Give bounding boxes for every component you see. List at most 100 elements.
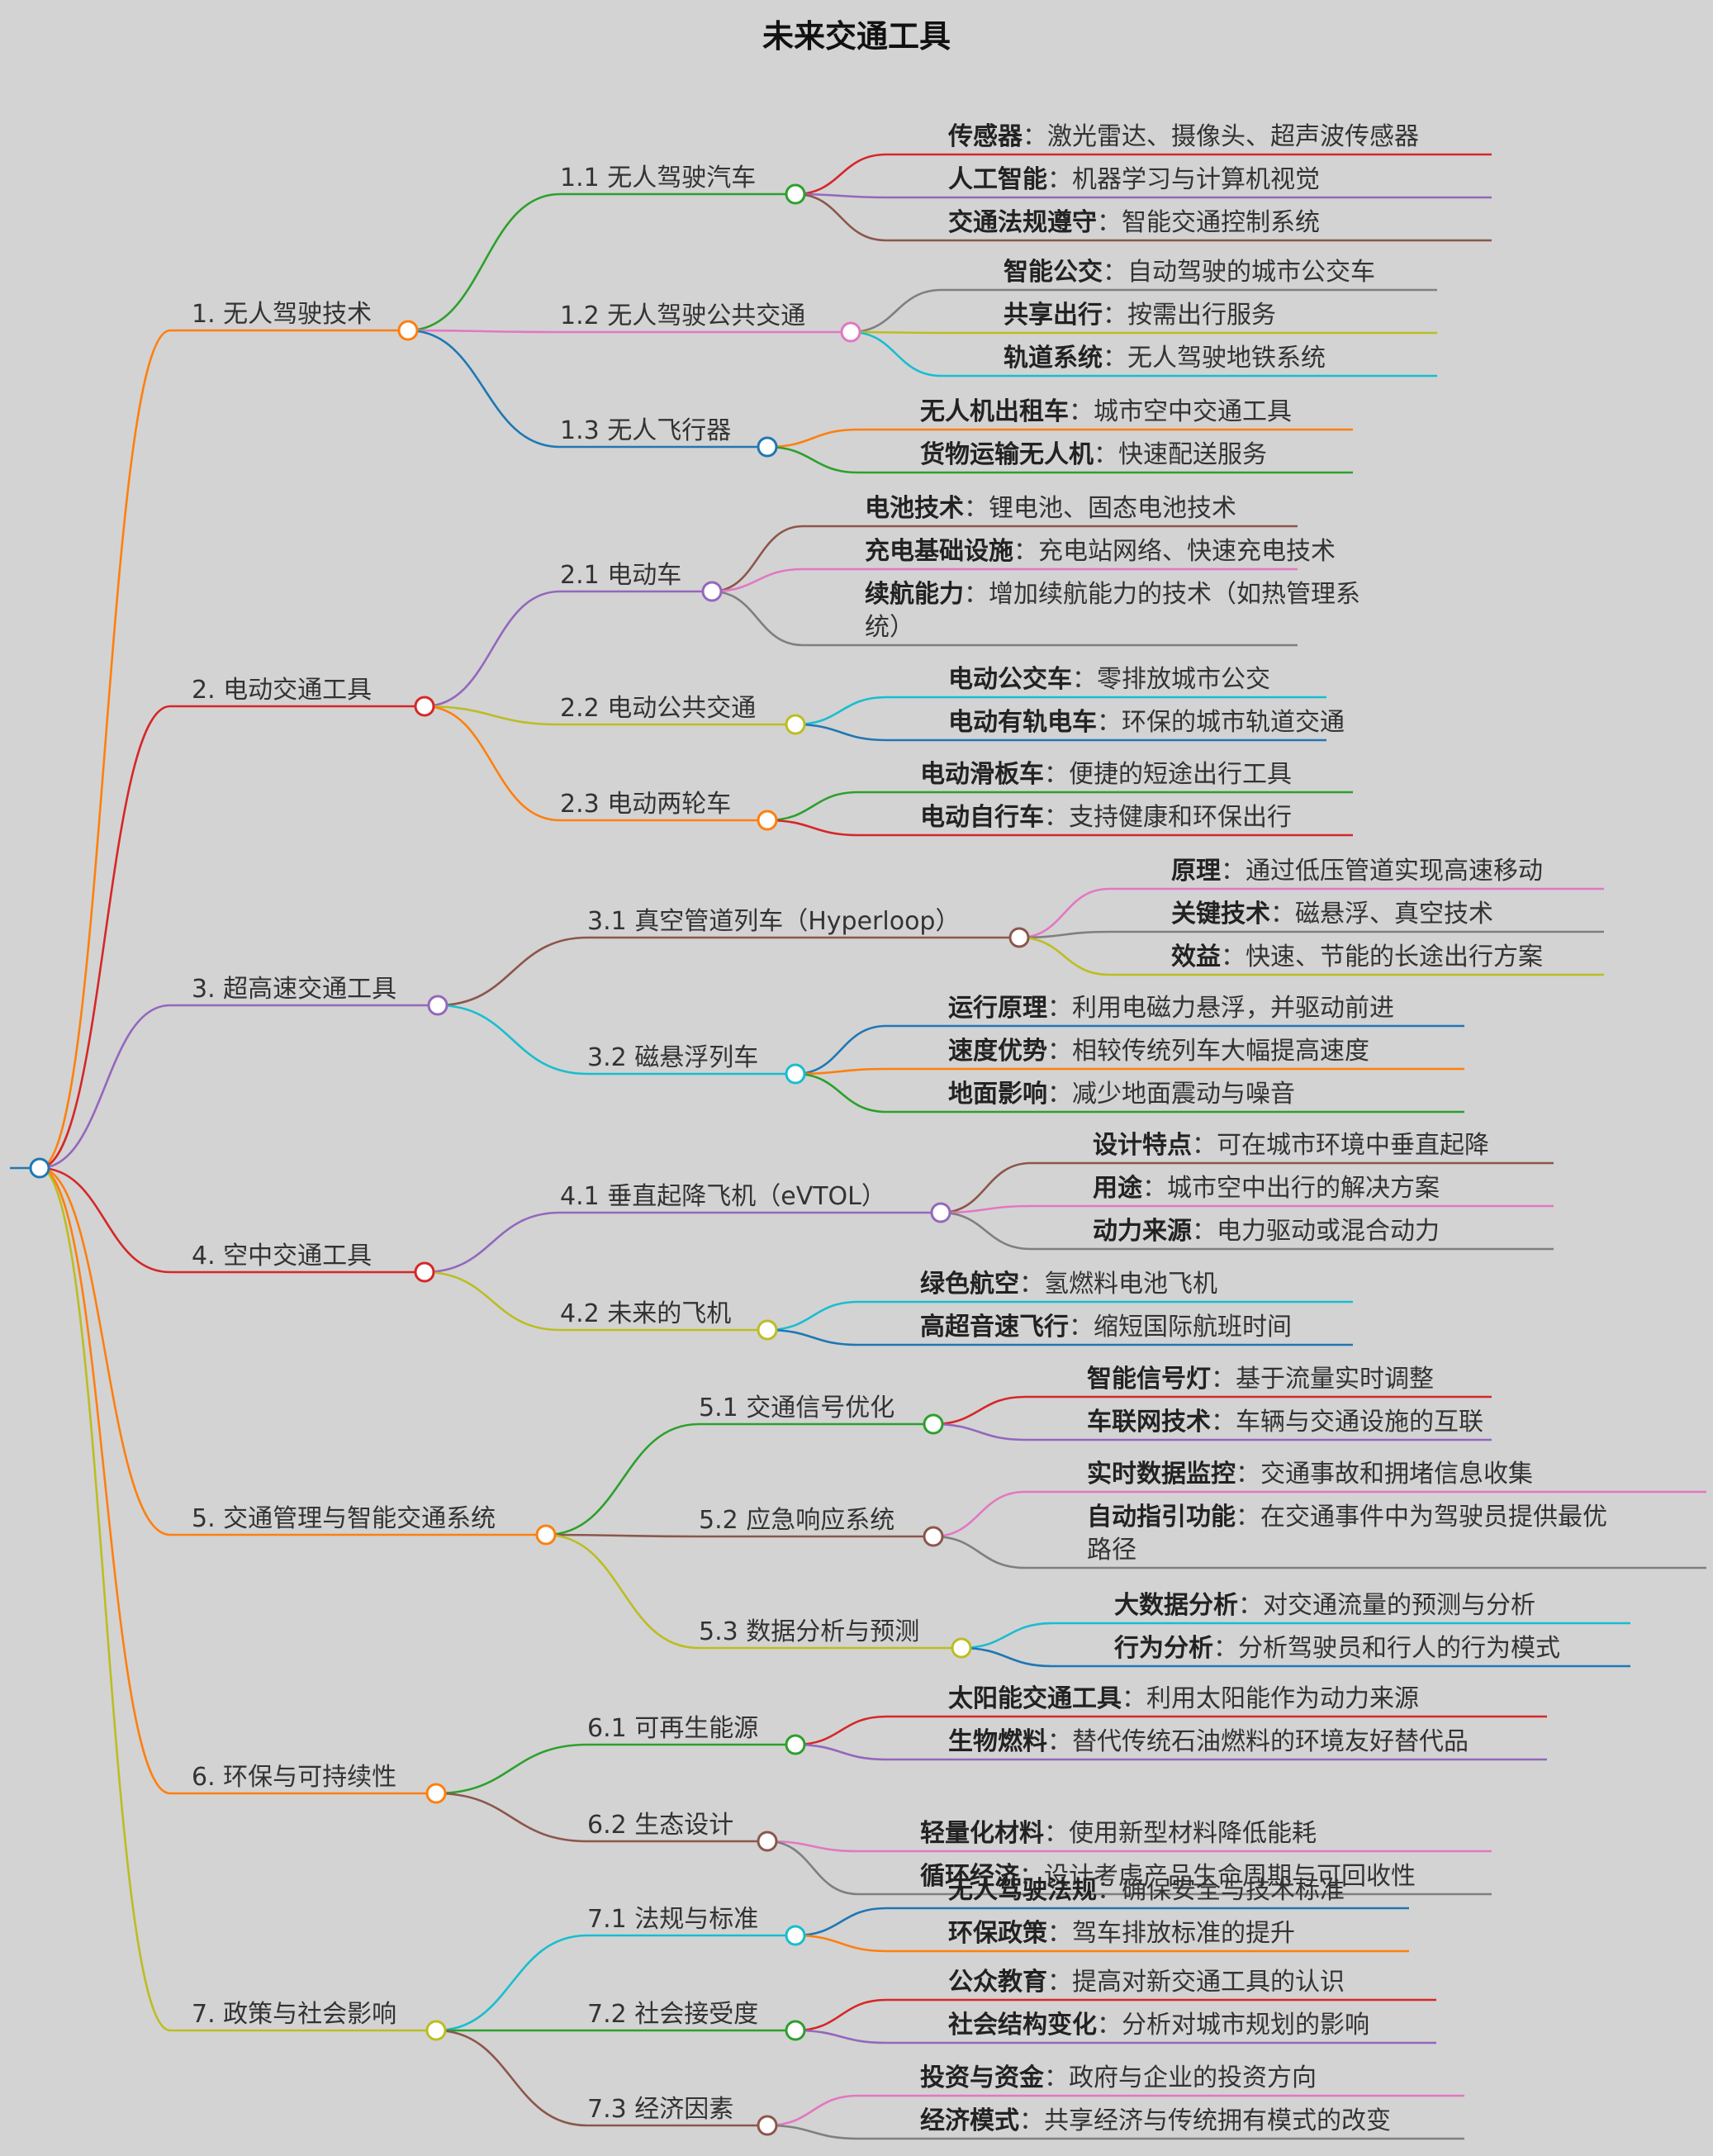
subbranch-node[interactable] (757, 810, 778, 831)
subbranch-label: 7.1 法规与标准 (587, 1905, 758, 1934)
branch-node[interactable] (425, 1783, 447, 1804)
leaf-connector (795, 1934, 887, 1953)
leaf-value: ：对交通流量的预测与分析 (1238, 1591, 1535, 1620)
subbranch-node[interactable] (757, 2115, 778, 2136)
leaf-connector (766, 1328, 859, 1346)
leaf-text: 电动有轨电车：环保的城市轨道交通 (948, 708, 1345, 737)
subbranch-label: 3.1 真空管道列车（Hyperloop） (587, 907, 960, 936)
leaf-connector (1018, 887, 1110, 939)
leaf-connector (795, 696, 887, 726)
subbranch-label: 7.3 经济因素 (587, 2095, 733, 2124)
branch-label: 4. 空中交通工具 (192, 1242, 372, 1270)
leaf-connector (766, 791, 859, 822)
branch-node[interactable] (427, 995, 448, 1016)
leaf-text: 生物燃料：替代传统石油燃料的环境友好替代品 (948, 1727, 1469, 1756)
subbranch-node[interactable] (785, 2020, 806, 2041)
subbranch-connector (437, 936, 588, 1007)
subbranch-node[interactable] (785, 183, 806, 205)
branch-node[interactable] (535, 1524, 557, 1546)
leaf-key: 速度优势 (948, 1037, 1047, 1066)
subbranch-node[interactable] (785, 1925, 806, 1946)
leaf-key: 循环经济 (920, 1862, 1020, 1891)
leaf-key: 自动指引功能 (1087, 1503, 1236, 1532)
leaf-value: ：政府与企业的投资方向 (1044, 2063, 1317, 2092)
leaf-value: ：零排放城市公交 (1072, 665, 1270, 694)
leaf-key: 无人驾驶法规 (948, 1876, 1097, 1905)
subbranch-node[interactable] (757, 436, 778, 458)
leaf-key: 用途 (1093, 1174, 1143, 1203)
leaf-connector (795, 192, 887, 199)
subbranch-node[interactable] (757, 1319, 778, 1341)
leaf-connector (766, 445, 859, 474)
subbranch-label: 4.2 未来的飞机 (560, 1299, 731, 1328)
subbranch-node[interactable] (785, 1734, 806, 1755)
leaf-connector (795, 192, 887, 242)
leaf-value: ：智能交通控制系统 (1097, 208, 1320, 237)
leaf-key: 关键技术 (1171, 900, 1270, 928)
subbranch-node[interactable] (785, 1063, 806, 1085)
subbranch-node[interactable] (701, 581, 723, 602)
leaf-text: 公众教育：提高对新交通工具的认识 (948, 1968, 1345, 1997)
subbranch-node[interactable] (1008, 927, 1030, 948)
leaf-key: 货物运输无人机 (920, 440, 1094, 469)
leaf-value-continued: 路径 (1087, 1536, 1136, 1565)
leaf-connector (940, 1204, 1032, 1214)
subbranch-label: 5.1 交通信号优化 (699, 1394, 894, 1422)
subbranch-connector (424, 590, 561, 708)
leaf-value: ：激光雷达、摄像头、超声波传感器 (1023, 122, 1419, 151)
leaf-value: ：车辆与交通设施的互联 (1211, 1408, 1483, 1437)
leaf-connector (766, 2094, 859, 2127)
subbranch-label: 5.3 数据分析与预测 (699, 1617, 919, 1646)
leaf-key: 电动自行车 (920, 803, 1044, 832)
branch-node[interactable] (425, 2020, 447, 2041)
leaf-key: 大数据分析 (1114, 1591, 1238, 1620)
leaf-text: 交通法规遵守：智能交通控制系统 (948, 208, 1320, 237)
leaf-text: 高超音速飞行：缩短国际航班时间 (920, 1313, 1292, 1342)
leaf-key: 交通法规遵守 (948, 208, 1097, 237)
leaf-value: ：利用电磁力悬浮，并驱动前进 (1047, 994, 1394, 1023)
leaf-key: 效益 (1171, 943, 1221, 971)
leaf-connector (961, 1646, 1053, 1668)
leaf-connector (766, 428, 859, 449)
leaf-value: ：增加续航能力的技术（如热管理系 (964, 580, 1360, 609)
subbranch-node[interactable] (840, 321, 861, 343)
subbranch-node[interactable] (930, 1202, 951, 1223)
leaf-value: ：确保安全与技术标准 (1097, 1876, 1345, 1905)
subbranch-node[interactable] (757, 1831, 778, 1852)
leaf-key: 公众教育 (948, 1968, 1047, 1997)
branch-node[interactable] (414, 696, 435, 717)
leaf-value: ：按需出行服务 (1103, 301, 1276, 330)
subbranch-node[interactable] (785, 714, 806, 735)
subbranch-connector (435, 1743, 588, 1795)
subbranch-connector (407, 329, 561, 334)
leaf-connector (1018, 936, 1110, 976)
subbranch-connector (424, 1270, 561, 1332)
branch-node[interactable] (397, 320, 419, 341)
subbranch-label: 1.3 无人飞行器 (560, 416, 731, 445)
leaf-key: 行为分析 (1113, 1634, 1213, 1663)
leaf-key: 运行原理 (948, 994, 1047, 1023)
subbranch-node[interactable] (923, 1526, 944, 1547)
leaf-value: ：城市空中交通工具 (1069, 397, 1292, 426)
leaf-text: 传感器：激光雷达、摄像头、超声波传感器 (947, 122, 1419, 151)
leaf-text: 无人机出租车：城市空中交通工具 (920, 397, 1292, 426)
leaf-value-continued: 统） (865, 613, 914, 642)
leaf-key: 原理 (1171, 857, 1221, 886)
leaf-text: 充电基础设施：充电站网络、快速充电技术 (865, 537, 1336, 566)
leaf-value: ：交通事故和拥堵信息收集 (1236, 1460, 1533, 1489)
leaf-connector (711, 567, 804, 593)
leaf-value: ：在交通事件中为驾驶员提供最优 (1236, 1503, 1607, 1532)
root-node[interactable] (29, 1157, 50, 1179)
leaf-connector (961, 1622, 1053, 1650)
subbranch-connector (435, 1792, 588, 1843)
leaf-connector (795, 1743, 887, 1761)
leaf-text: 绿色航空：氢燃料电池飞机 (920, 1270, 1217, 1299)
leaf-value: ：便捷的短途出行工具 (1044, 760, 1292, 789)
leaf-text: 共享出行：按需出行服务 (1004, 301, 1276, 330)
branch-node[interactable] (414, 1261, 435, 1283)
subbranch-label: 7.2 社会接受度 (587, 2000, 758, 2029)
leaf-connector (795, 1067, 887, 1076)
subbranch-node[interactable] (923, 1413, 944, 1435)
leaf-text: 太阳能交通工具：利用太阳能作为动力来源 (948, 1684, 1419, 1713)
subbranch-node[interactable] (951, 1637, 972, 1659)
